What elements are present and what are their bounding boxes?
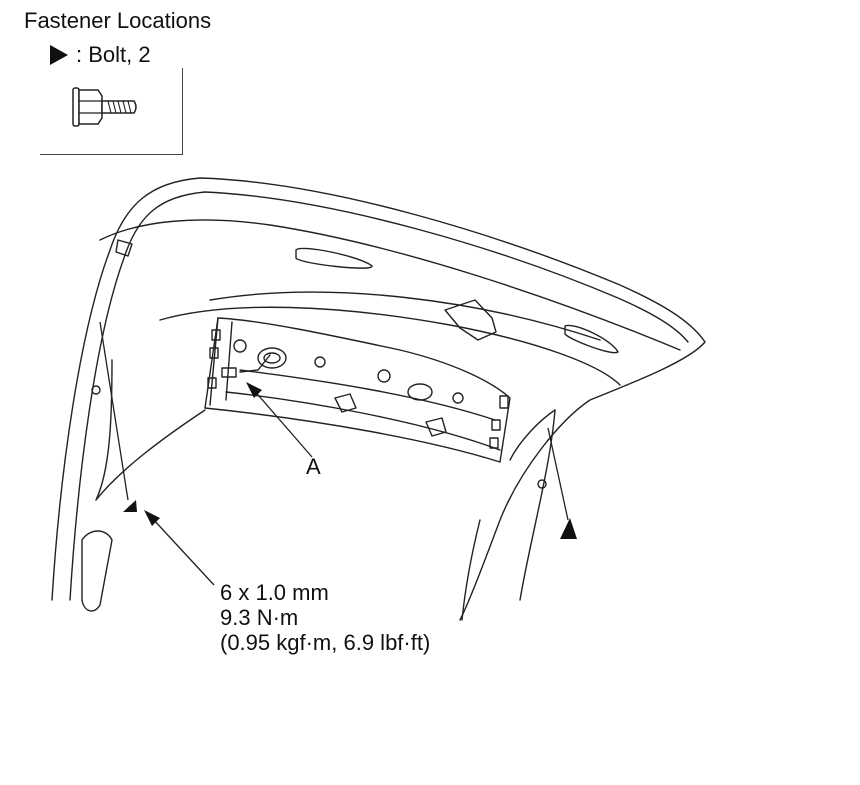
upper-slot bbox=[295, 247, 373, 269]
bolt-marker-icon bbox=[50, 45, 68, 65]
bolt-marker-right bbox=[560, 518, 577, 539]
legend-bolt: : Bolt, 2 bbox=[50, 42, 151, 68]
connector-a bbox=[221, 367, 237, 378]
legend-text: : Bolt, 2 bbox=[76, 42, 151, 67]
torque-spec-alt: (0.95 kgf·m, 6.9 lbf·ft) bbox=[220, 630, 431, 655]
page-title: Fastener Locations bbox=[24, 8, 212, 33]
legend-box bbox=[40, 68, 183, 155]
torque-spec-nm: 9.3 N·m bbox=[220, 605, 299, 630]
torque-spec-size: 6 x 1.0 mm bbox=[220, 580, 329, 605]
bolt-marker-left bbox=[123, 500, 137, 512]
latch-clip bbox=[444, 299, 497, 341]
tailgate-outer-edge bbox=[51, 177, 706, 621]
callout-label-a: A bbox=[306, 454, 321, 479]
bolt-icon bbox=[72, 87, 137, 127]
inner-panel bbox=[204, 317, 511, 463]
left-recess bbox=[81, 530, 113, 612]
